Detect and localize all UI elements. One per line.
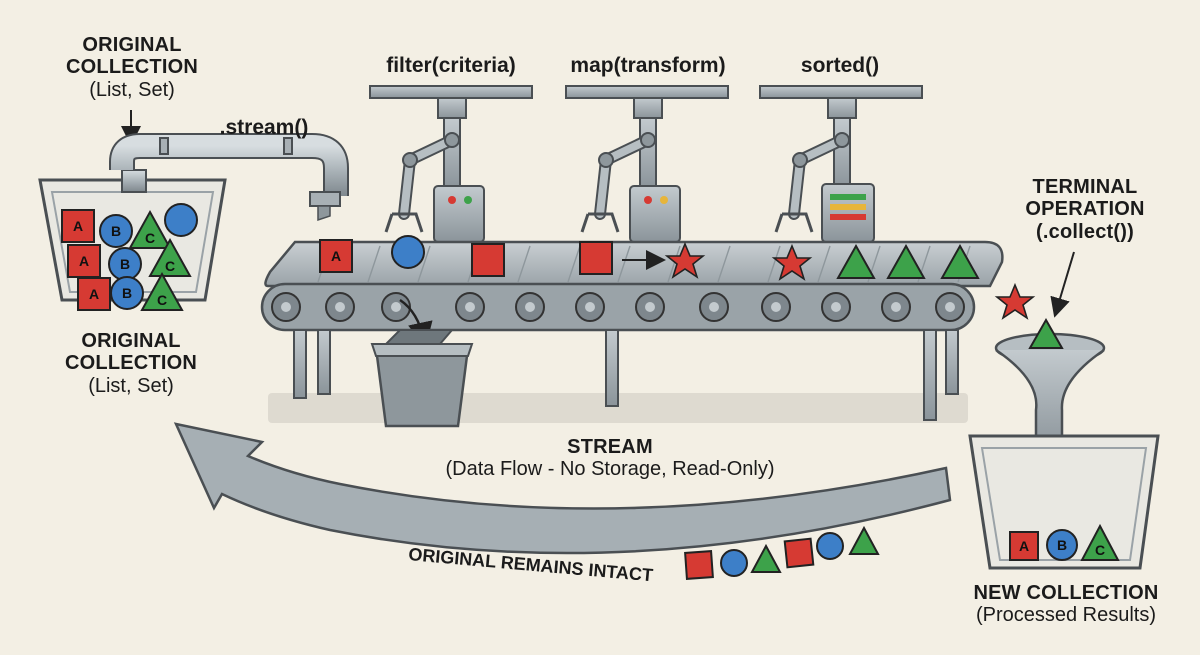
conveyor-rollers	[271, 292, 965, 322]
result-subtitle: (Processed Results)	[975, 604, 1157, 627]
source-square-1: A	[61, 209, 95, 243]
result-circle: B	[1046, 529, 1078, 561]
source-circle-4	[164, 203, 198, 237]
belt-square-mapping	[579, 241, 613, 275]
filter-robot	[384, 97, 485, 243]
discard-bin	[370, 329, 474, 428]
funnel-triangle	[1028, 317, 1064, 349]
source-square-2-text: A	[79, 253, 89, 269]
result-triangle-text: C	[1095, 542, 1105, 558]
result-circle-text: B	[1057, 537, 1067, 553]
result-basket: A B C	[968, 434, 1160, 570]
source-label-bottom: ORIGINAL COLLECTION (List, Set)	[46, 330, 216, 397]
op-label-map: map(transform)	[570, 54, 726, 77]
source-circle-2: B	[108, 247, 142, 281]
source-subtitle-top: (List, Set)	[89, 78, 175, 101]
return-triangle-2	[848, 525, 880, 555]
source-basket: A A A B B B C C C	[38, 178, 227, 311]
falling-star	[994, 282, 1036, 320]
source-triangle-1: C	[128, 209, 172, 249]
filter-robot-light-green	[464, 196, 472, 204]
return-arrow-shape	[173, 422, 952, 555]
return-triangle-1	[750, 543, 782, 573]
source-subtitle-bottom: (List, Set)	[88, 374, 174, 397]
terminal-arrow	[1050, 251, 1075, 318]
return-circle-1	[720, 549, 748, 577]
source-triangle-2-text: C	[165, 258, 175, 274]
belt-star-2	[771, 243, 813, 281]
map-robot	[580, 97, 681, 243]
source-square-1-text: A	[73, 218, 83, 234]
source-circle-2-text: B	[120, 256, 130, 272]
belt-square-a-text: A	[331, 248, 341, 264]
source-square-3: A	[77, 277, 111, 311]
stream-call-label: .stream()	[219, 116, 309, 139]
conveyor-legs	[293, 329, 959, 421]
belt-square-filtered	[471, 243, 505, 277]
stream-subtitle: (Data Flow - No Storage, Read-Only)	[445, 458, 775, 481]
source-circle-1: B	[99, 214, 133, 248]
source-triangle-1-text: C	[145, 230, 155, 246]
overhead-rails	[369, 85, 923, 99]
stream-title: STREAM	[567, 436, 653, 458]
return-square-1	[684, 550, 714, 580]
sorted-robot-bar-green	[830, 194, 866, 200]
result-label: NEW COLLECTION (Processed Results)	[956, 582, 1176, 627]
map-robot-light-red	[644, 196, 652, 204]
conveyor	[260, 240, 1004, 421]
belt-triangle-2	[886, 243, 926, 279]
terminal-title: TERMINAL OPERATION	[1025, 176, 1145, 221]
result-triangle: C	[1080, 523, 1120, 561]
return-arrow-items	[684, 525, 880, 580]
source-triangle-3: C	[140, 271, 184, 311]
filter-robot-light-red	[448, 196, 456, 204]
source-label-top: ORIGINAL COLLECTION (List, Set)	[52, 34, 212, 101]
stream-pipe	[109, 133, 349, 222]
sorted-robot-bar-red	[830, 214, 866, 220]
source-circle-1-text: B	[111, 223, 121, 239]
result-square: A	[1009, 531, 1039, 561]
terminal-call: (.collect())	[1036, 220, 1134, 243]
sorted-robot	[774, 97, 875, 243]
belt-circle-held	[391, 235, 425, 269]
op-label-sorted: sorted()	[800, 54, 880, 77]
source-circle-3-text: B	[122, 285, 132, 301]
source-title-bottom: ORIGINAL COLLECTION	[65, 330, 197, 375]
source-triangle-2: C	[148, 237, 192, 277]
source-circle-3: B	[110, 276, 144, 310]
source-square-3-text: A	[89, 286, 99, 302]
stream-label: STREAM (Data Flow - No Storage, Read-Onl…	[400, 436, 820, 481]
return-circle-2	[816, 532, 844, 560]
result-title: NEW COLLECTION	[973, 582, 1159, 604]
terminal-label: TERMINAL OPERATION (.collect())	[990, 176, 1180, 243]
belt-star-1	[664, 241, 706, 279]
source-square-2: A	[67, 244, 101, 278]
sorted-robot-bar-yellow	[830, 204, 866, 210]
result-square-text: A	[1019, 538, 1029, 554]
op-label-filter: filter(criteria)	[386, 54, 516, 77]
belt-triangle-1	[836, 243, 876, 279]
return-square-2	[783, 537, 815, 569]
source-title-top: ORIGINAL COLLECTION	[66, 34, 198, 79]
collect-funnel	[994, 317, 1106, 454]
belt-triangle-3	[940, 243, 980, 279]
belt-square-a: A	[319, 239, 353, 273]
map-robot-light-yellow	[660, 196, 668, 204]
source-triangle-3-text: C	[157, 292, 167, 308]
